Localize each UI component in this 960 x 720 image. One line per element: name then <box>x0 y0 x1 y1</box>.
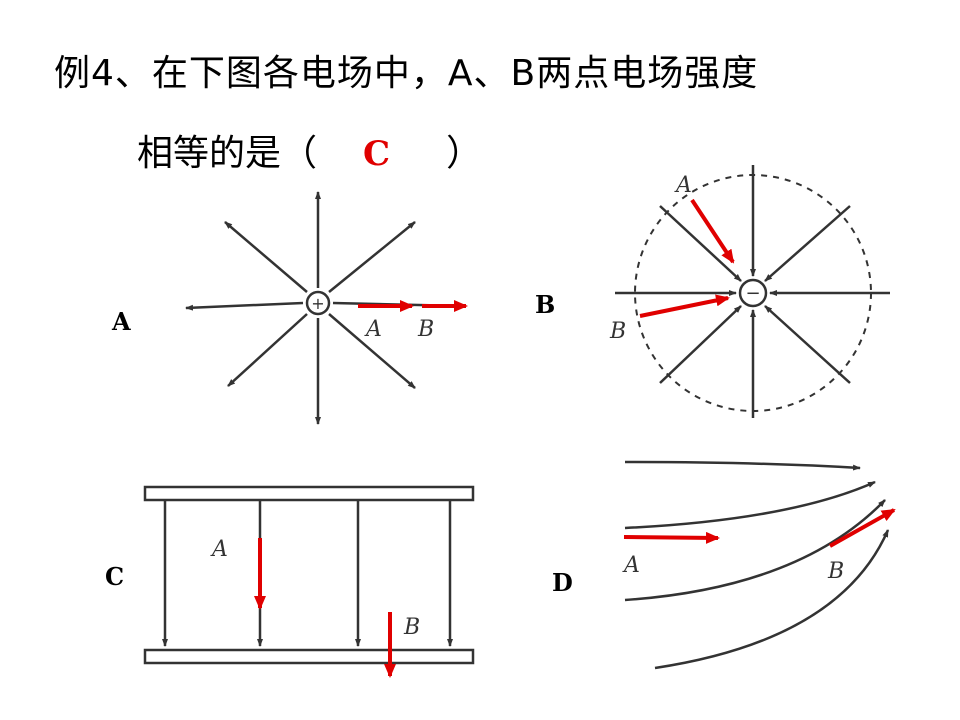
figure-b <box>615 165 890 418</box>
figure-c <box>143 485 475 665</box>
option-c-label: C <box>105 562 125 591</box>
question-prompt: 相等的是（ C ） <box>137 124 482 176</box>
charge-sign: + <box>311 294 324 313</box>
vector-b <box>639 294 730 318</box>
bottom-plate <box>143 648 475 665</box>
field-line <box>624 460 861 471</box>
prompt-prefix: 相等的是（ <box>137 133 318 174</box>
field-line <box>185 301 304 311</box>
point-b-label: B <box>609 319 626 344</box>
vector-a <box>690 198 735 264</box>
vector-a <box>623 531 720 544</box>
field-line <box>224 221 308 293</box>
field-line <box>328 313 416 389</box>
negative-charge <box>738 278 768 308</box>
point-a-label: A <box>622 553 640 578</box>
figure-d <box>624 460 890 670</box>
positive-charge <box>305 290 331 316</box>
field-line <box>764 205 851 282</box>
answer-text: C <box>363 134 391 174</box>
field-line <box>659 205 742 282</box>
prompt-suffix: ） <box>446 133 483 174</box>
option-b-label: B <box>535 290 556 319</box>
field-line <box>328 221 416 293</box>
point-b-label: B <box>417 317 434 342</box>
charge-sign: − <box>745 283 760 304</box>
top-plate <box>143 485 475 502</box>
option-d-label: D <box>552 568 573 597</box>
figure-a <box>185 191 463 425</box>
point-b-label: B <box>403 615 420 640</box>
option-a-label: A <box>112 307 131 336</box>
field-line <box>659 305 742 384</box>
field-line <box>624 499 886 602</box>
vector-b <box>829 508 896 548</box>
field-line <box>654 529 890 670</box>
field-line <box>764 305 851 384</box>
field-line <box>624 480 876 530</box>
field-line <box>227 313 308 387</box>
question-title: 例4、在下图各电场中，A、B两点电场强度 <box>54 53 759 94</box>
point-a-label: A <box>674 173 692 198</box>
point-a-label: A <box>364 317 382 342</box>
point-b-label: B <box>827 559 844 584</box>
point-a-label: A <box>210 537 228 562</box>
